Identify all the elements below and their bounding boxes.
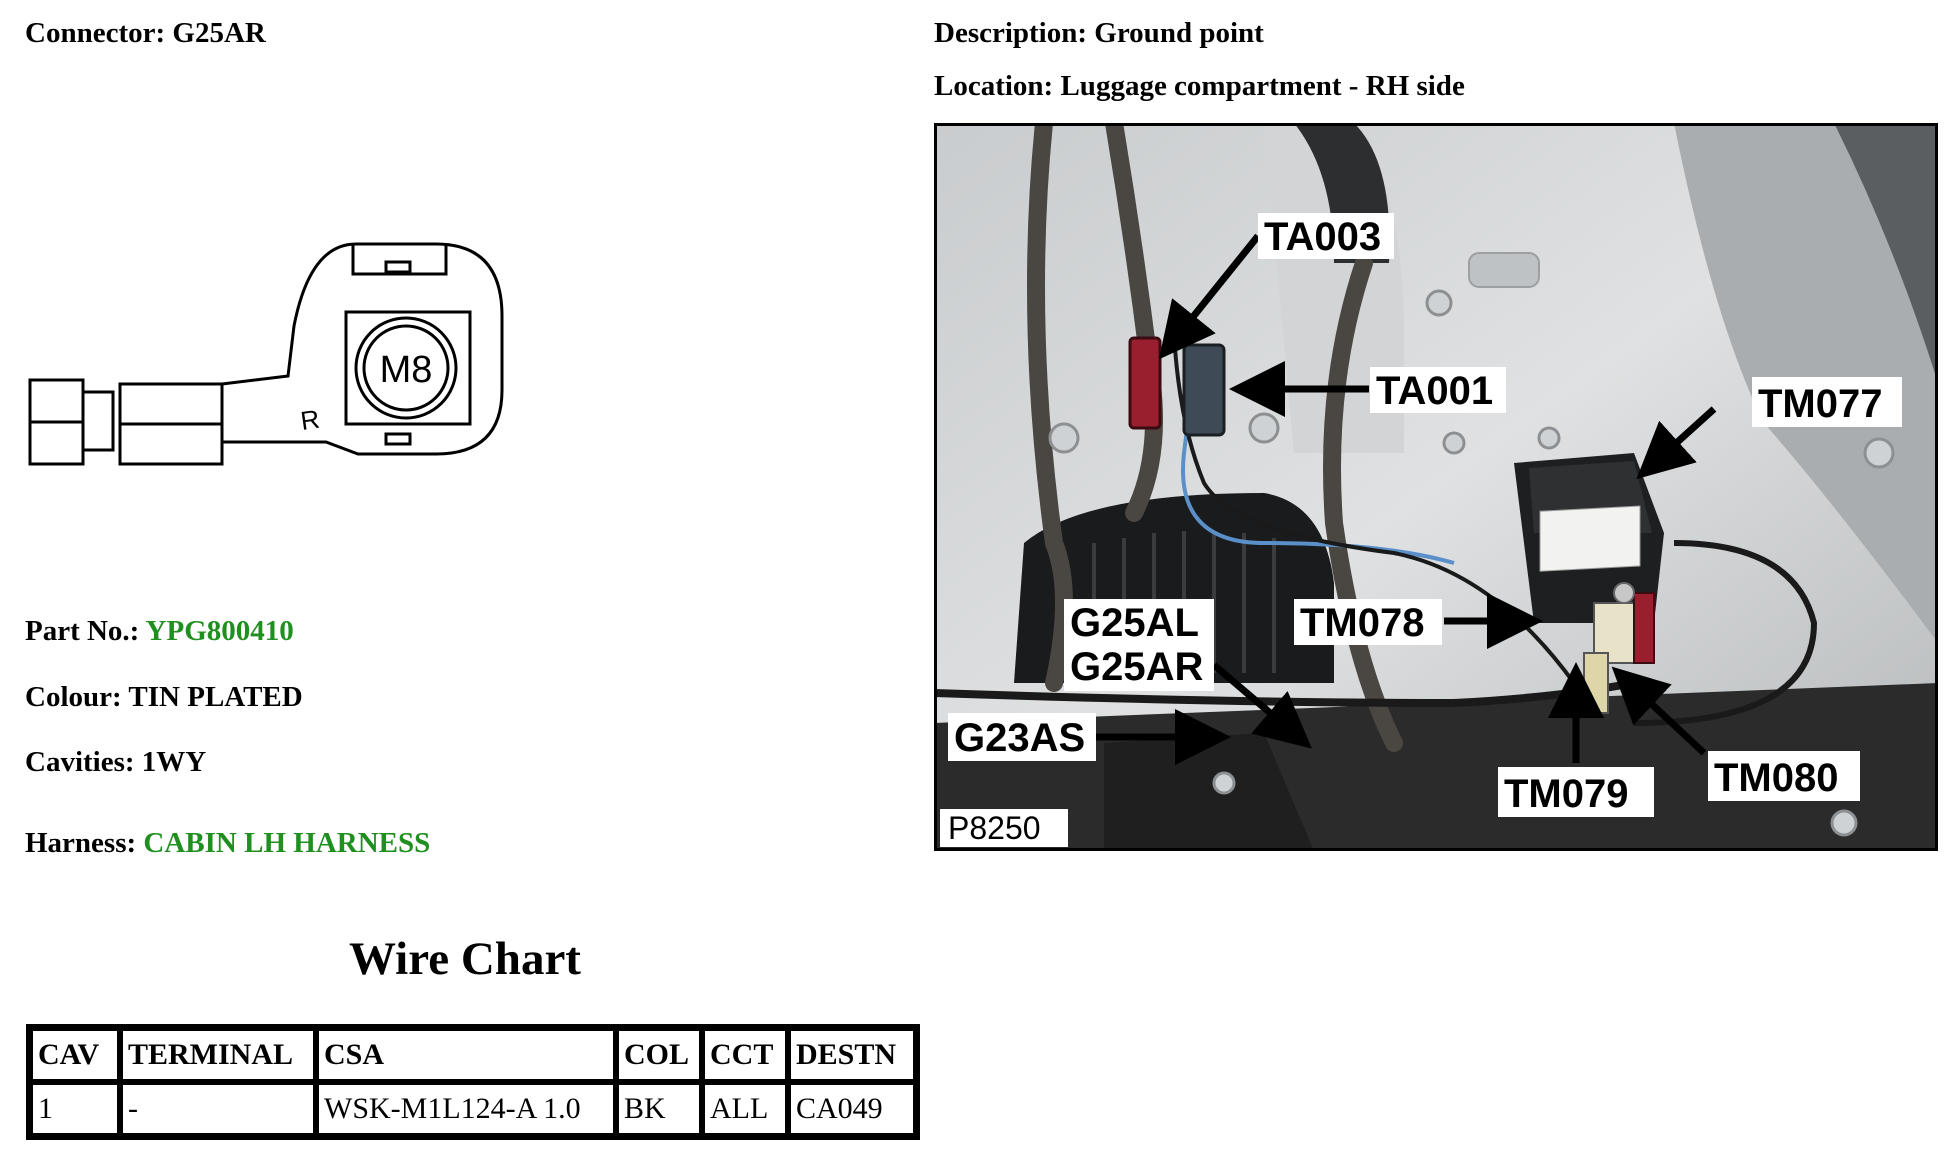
connector-tm080 (1633, 592, 1655, 664)
cavities-line: Cavities: 1WY (25, 746, 206, 779)
description-value: Ground point (1094, 17, 1264, 49)
header-col: COL (616, 1028, 702, 1082)
location-value: Luggage compartment - RH side (1060, 70, 1465, 102)
location-label: Location: (934, 70, 1054, 102)
connector-label: Connector: (25, 17, 166, 49)
cavities-value: 1WY (141, 746, 207, 778)
callout-ta003: TA003 (1264, 215, 1381, 259)
arrow-ta003 (1158, 233, 1261, 360)
module-box (1514, 453, 1664, 623)
callout-g25ar: G25AR (1070, 645, 1203, 689)
wire-chart-title: Wire Chart (349, 933, 581, 985)
label-bg-tm079 (1498, 767, 1654, 817)
terminal-notch (351, 244, 448, 276)
colour-label: Colour: (25, 681, 122, 713)
arrow-tm077 (1636, 406, 1717, 480)
cell-destn: CA049 (788, 1082, 916, 1136)
table-header-row: CAV TERMINAL CSA COL CCT DESTN (30, 1028, 916, 1082)
cavities-label: Cavities: (25, 746, 135, 778)
stud-size-label: M8 (380, 349, 433, 391)
cell-cct: ALL (702, 1082, 788, 1136)
connector-drawing: M8 R (28, 242, 504, 466)
connector-value: G25AR (172, 17, 266, 49)
ring-terminal-outline (221, 242, 504, 456)
location-line: Location: Luggage compartment - RH side (934, 70, 1465, 103)
terminal-crimp-right-top (118, 382, 224, 426)
part-number-label: Part No.: (25, 615, 140, 647)
label-bg-g25 (1064, 599, 1214, 691)
arrow-tm080 (1611, 666, 1707, 756)
callout-tm078: TM078 (1300, 601, 1425, 645)
rear-corner-shadow (1834, 123, 1938, 383)
wire-chart-table: CAV TERMINAL CSA COL CCT DESTN 1 - WSK-M… (26, 1024, 920, 1140)
callout-ta001: TA001 (1376, 369, 1493, 413)
reference-bg (940, 809, 1068, 847)
stud-mount (344, 310, 472, 426)
colour-line: Colour: TIN PLATED (25, 681, 303, 714)
connector-tm079 (1583, 652, 1609, 714)
colour-value: TIN PLATED (128, 681, 303, 713)
label-bg-tm080 (1708, 751, 1860, 801)
panel-slot (1468, 252, 1540, 288)
label-bg-g23as (948, 713, 1096, 761)
harness-line: Harness: CABIN LH HARNESS (25, 827, 430, 860)
callout-arrows (1096, 233, 1717, 765)
harness-label: Harness: (25, 827, 137, 859)
connector-ta003 (1128, 336, 1162, 430)
header-cav: CAV (30, 1028, 120, 1082)
cell-terminal: - (120, 1082, 316, 1136)
connector-ta001 (1182, 343, 1226, 437)
callout-g23as: G23AS (954, 716, 1085, 760)
photo-frame (934, 123, 1938, 851)
antenna-stud (1613, 582, 1635, 604)
terminal-tab-top (384, 260, 412, 274)
description-line: Description: Ground point (934, 17, 1264, 50)
callout-labels: TA003 TA001 TM077 TM078 G25AL G25AR G23A… (948, 213, 1902, 817)
cell-cav: 1 (30, 1082, 120, 1136)
header-csa: CSA (316, 1028, 616, 1082)
header-terminal: TERMINAL (120, 1028, 316, 1082)
arrow-g25ar (1211, 662, 1312, 749)
fasteners (1048, 289, 1895, 837)
harness-link[interactable]: CABIN LH HARNESS (143, 827, 431, 859)
terminal-crimp-right-bottom (118, 422, 224, 466)
stud-ring-inner (362, 324, 450, 412)
label-bg-tm078 (1294, 599, 1442, 645)
terminal-neck (81, 390, 115, 452)
header-cct: CCT (702, 1028, 788, 1082)
callout-tm080: TM080 (1714, 756, 1839, 800)
stud-ring-outer (354, 316, 458, 420)
label-bg-tm077 (1752, 377, 1902, 427)
callout-g25al: G25AL (1070, 601, 1199, 645)
label-bg-ta001 (1370, 367, 1506, 413)
part-number-link[interactable]: YPG800410 (145, 615, 294, 647)
part-number-line: Part No.: YPG800410 (25, 615, 294, 648)
callout-tm077: TM077 (1758, 382, 1883, 426)
connector-heading: Connector: G25AR (25, 17, 266, 50)
orientation-mark: R (299, 404, 322, 436)
callout-tm079: TM079 (1504, 772, 1629, 816)
label-bg-ta003 (1258, 213, 1394, 259)
header-destn: DESTN (788, 1028, 916, 1082)
description-label: Description: (934, 17, 1088, 49)
cell-col: BK (616, 1082, 702, 1136)
location-photo: TA003 TA001 TM077 TM078 G25AL G25AR G23A… (934, 123, 1938, 851)
table-row: 1 - WSK-M1L124-A 1.0 BK ALL CA049 (30, 1082, 916, 1136)
floor-cover (1104, 733, 1314, 851)
cell-csa: WSK-M1L124-A 1.0 (316, 1082, 616, 1136)
terminal-tab-bottom (384, 432, 412, 446)
photo-reference: P8250 (948, 810, 1041, 846)
terminal-crimp-left-top (28, 378, 85, 424)
terminal-crimp-left-bottom (28, 420, 85, 466)
